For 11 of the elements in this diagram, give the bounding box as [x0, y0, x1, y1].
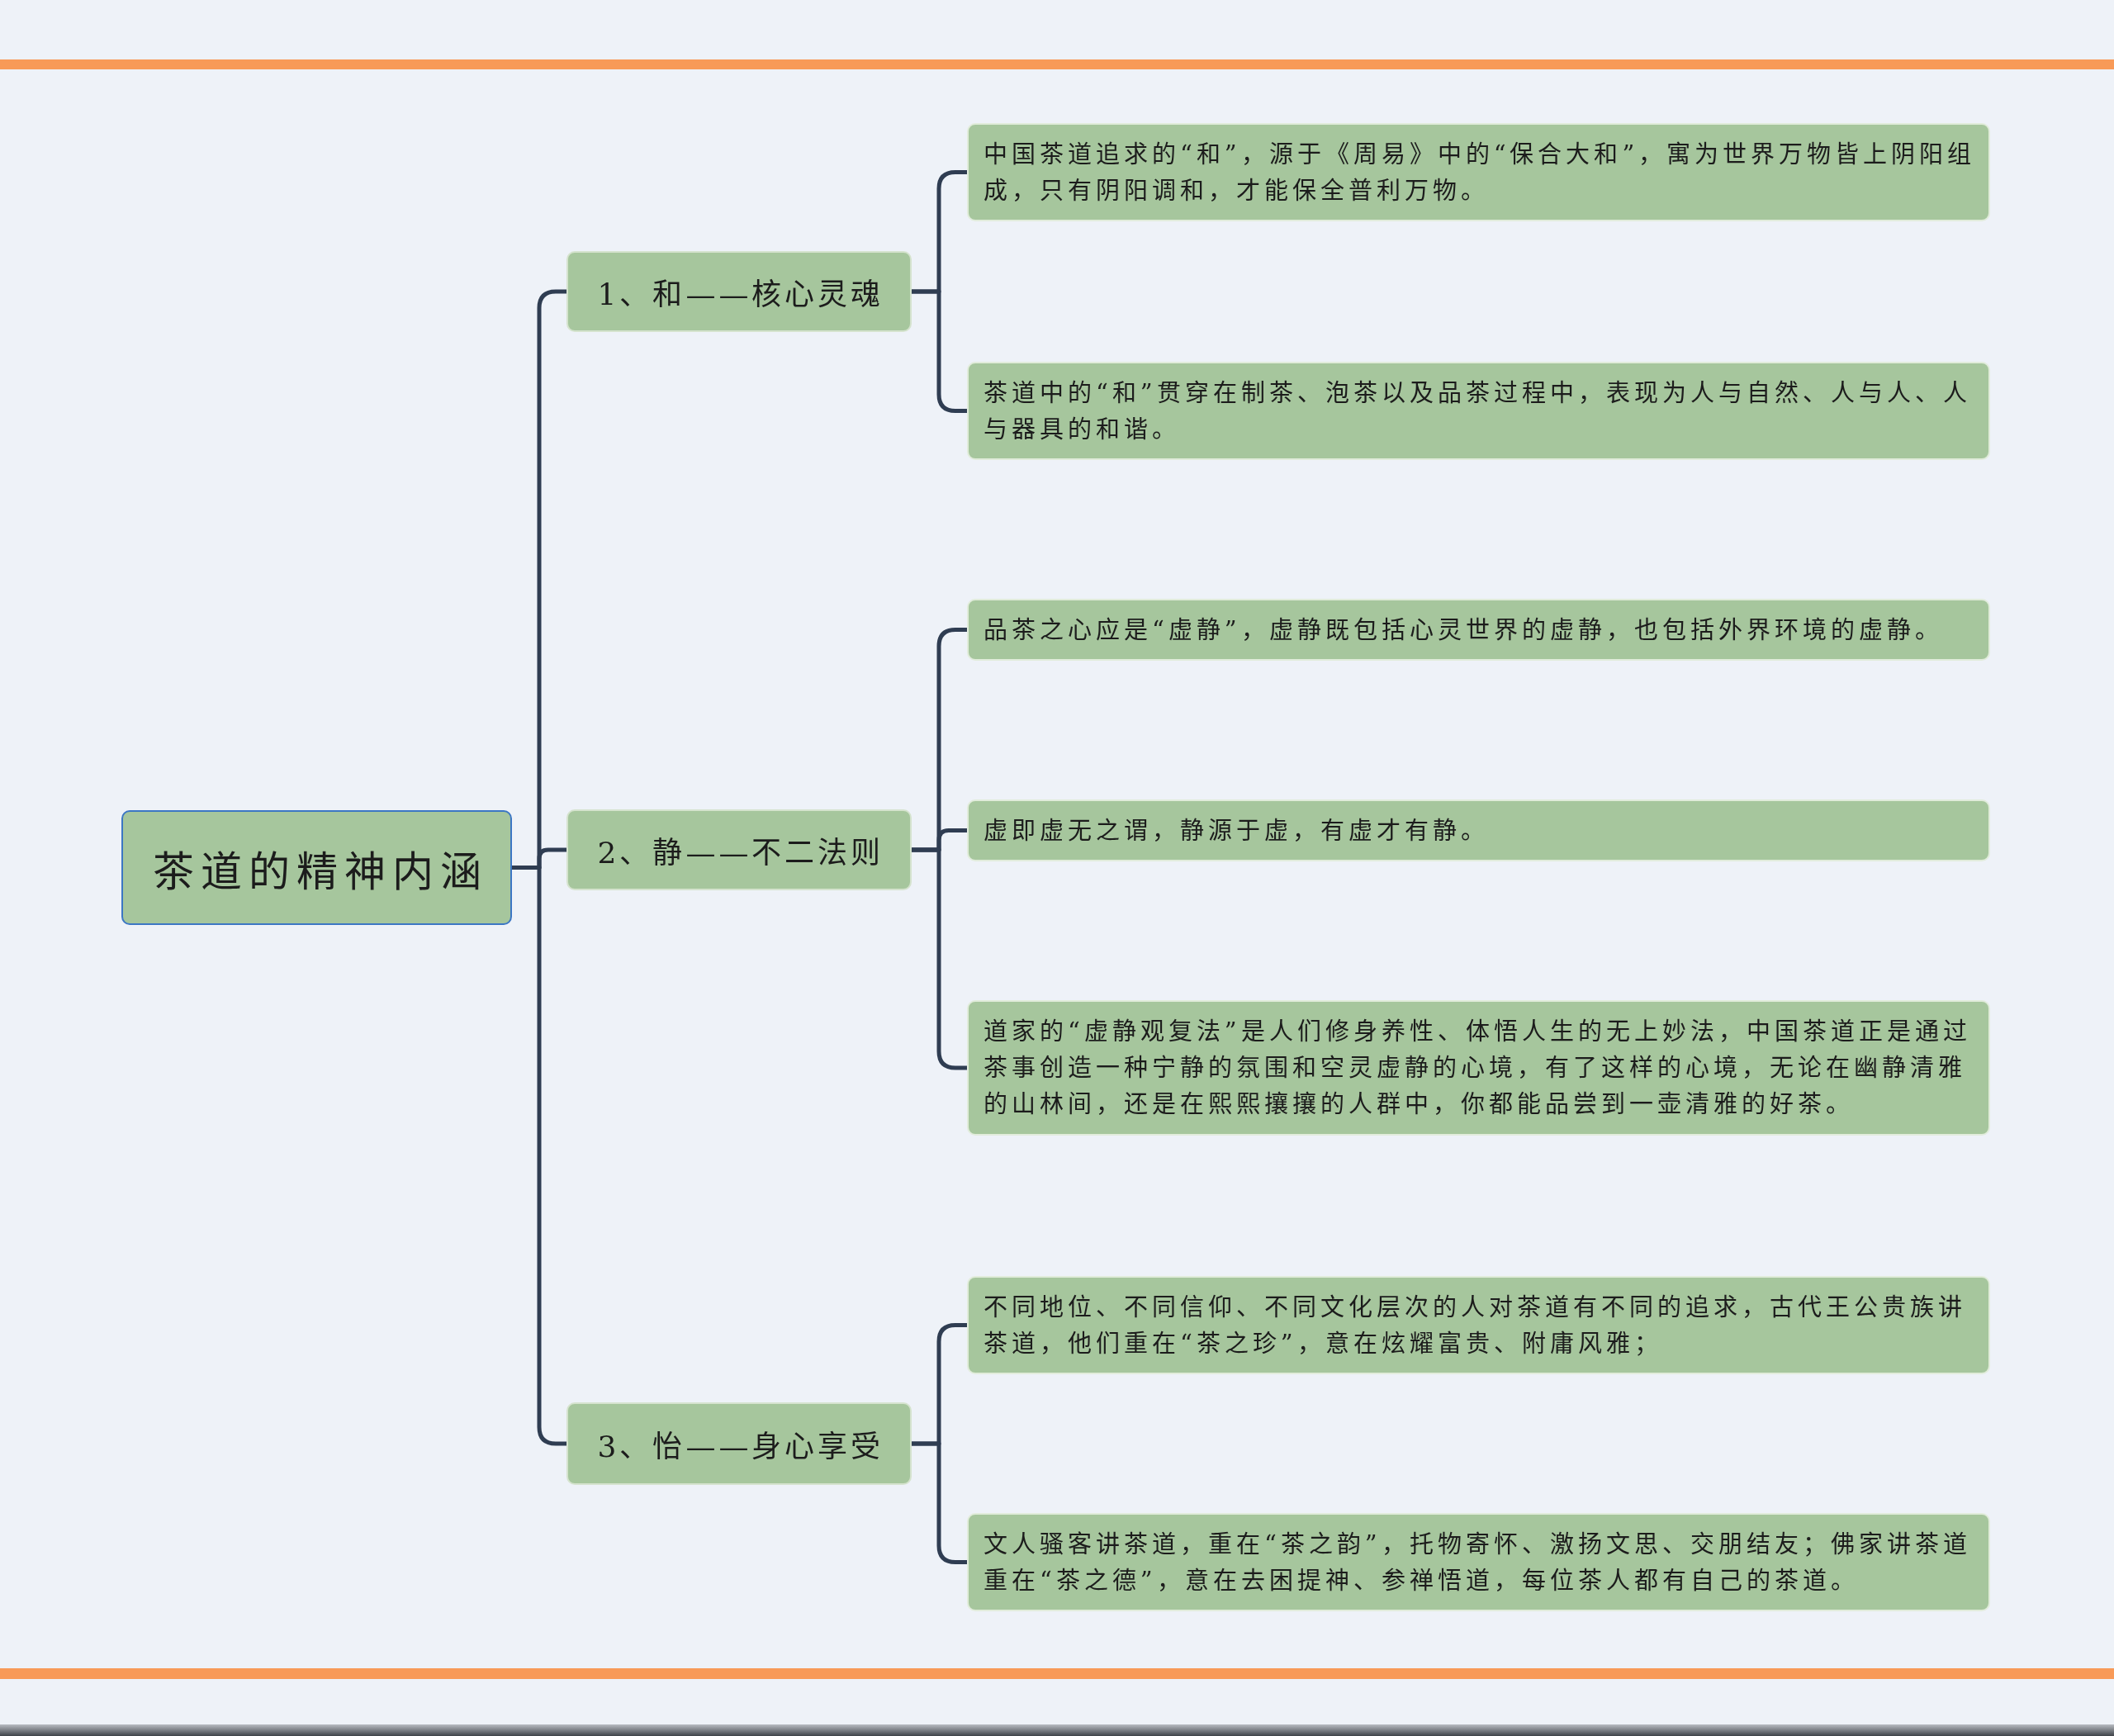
subtopic-box: 茶道中的“和”贯穿在制茶、泡茶以及品茶过程中，表现为人与自然、人与人、人与器具的和谐。	[967, 362, 1990, 460]
topic-box: 2、静——不二法则	[566, 809, 912, 890]
subtopic-box: 道家的“虚静观复法”是人们修身养性、体悟人生的无上妙法，中国茶道正是通过茶事创造一种宁静的氛围和空灵虚静的心境，有了这样的心境，无论在幽静清雅的山林间，还是在熙熙攘攘的人群中，你都能品尝到一壶清雅的好茶。	[967, 1000, 1990, 1136]
subtopic-box: 品茶之心应是“虚静”，虚静既包括心灵世界的虚静，也包括外界环境的虚静。	[967, 599, 1990, 661]
subtopic-box: 不同地位、不同信仰、不同文化层次的人对茶道有不同的追求，古代王公贵族讲茶道，他们重在“茶之珍”，意在炫耀富贵、附庸风雅；	[967, 1276, 1990, 1374]
root-topic-box: 茶道的精神内涵	[121, 810, 512, 925]
topic-box: 1、和——核心灵魂	[566, 251, 912, 332]
topic-box: 3、怡——身心享受	[566, 1402, 912, 1485]
subtopic-box: 文人骚客讲茶道，重在“茶之韵”，托物寄怀、激扬文思、交朋结友；佛家讲茶道重在“茶之德”，意在去困提神、参禅悟道，每位茶人都有自己的茶道。	[967, 1513, 1990, 1611]
subtopic-box: 中国茶道追求的“和”，源于《周易》中的“保合大和”，寓为世界万物皆上阴阳组成，只有阴阳调和，才能保全普利万物。	[967, 123, 1990, 221]
subtopic-box: 虚即虚无之谓，静源于虚，有虚才有静。	[967, 799, 1990, 861]
